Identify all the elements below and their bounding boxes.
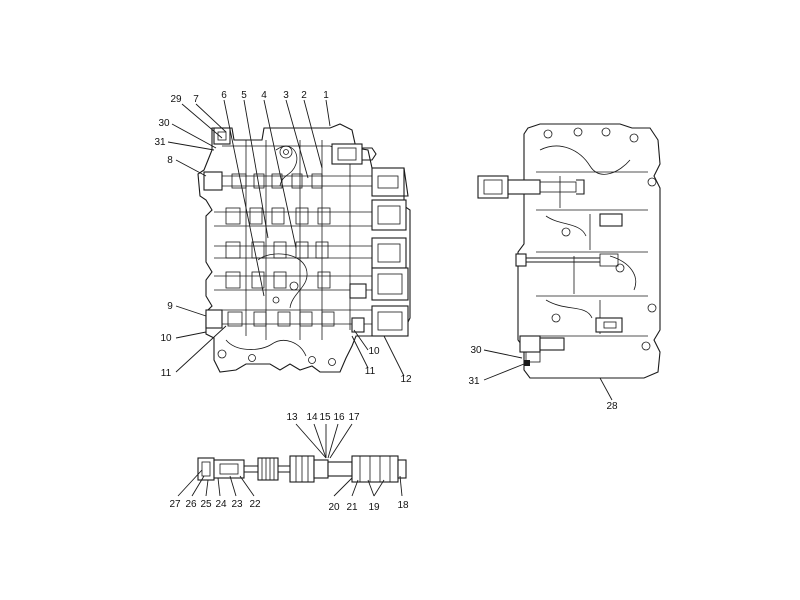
- callout-10b: 10: [368, 346, 380, 357]
- spool-row-4: [225, 267, 409, 301]
- callout-21: 21: [346, 502, 358, 513]
- callout-8: 8: [167, 155, 173, 166]
- spool-row-2: [225, 199, 407, 231]
- callout-12: 12: [400, 374, 412, 385]
- callout-31: 31: [154, 137, 166, 148]
- callout-3: 3: [283, 90, 289, 101]
- callout-1: 1: [323, 90, 329, 101]
- callout-2: 2: [301, 90, 307, 101]
- callout-19: 19: [368, 502, 380, 513]
- callout-26: 26: [185, 499, 197, 510]
- callouts-side-view: 30 31 28: [468, 345, 618, 412]
- leader-lines: [167, 99, 613, 497]
- callout-27: 27: [169, 499, 181, 510]
- callout-4: 4: [261, 90, 267, 101]
- callout-6: 6: [221, 90, 227, 101]
- callout-25: 25: [200, 499, 212, 510]
- callouts-left-upper: 30 31 8: [154, 118, 173, 166]
- callouts-top-left: 29 7 6 5 4 3 2 1: [170, 90, 329, 105]
- callout-20: 20: [328, 502, 340, 513]
- callout-10: 10: [160, 333, 172, 344]
- spool-row-3: [225, 237, 407, 269]
- callout-29: 29: [170, 94, 182, 105]
- spool-row-5: [205, 305, 409, 337]
- callout-16: 16: [333, 412, 345, 423]
- top-solenoid: [331, 143, 377, 165]
- callout-24: 24: [215, 499, 227, 510]
- callout-18: 18: [397, 500, 409, 511]
- callouts-bottom-right-main: 10 11 12: [365, 346, 412, 385]
- callouts-left-lower: 9 10 11: [160, 301, 173, 379]
- callout-17: 17: [348, 412, 360, 423]
- spool-assembly: [197, 455, 407, 483]
- callout-28: 28: [606, 401, 618, 412]
- callout-13: 13: [286, 412, 298, 423]
- callout-11b: 11: [365, 366, 376, 377]
- side-view-body: [477, 123, 661, 379]
- callout-15: 15: [319, 412, 331, 423]
- callout-5: 5: [241, 90, 247, 101]
- callouts-spool-bottom: 27 26 25 24 23 22 20 21 19 18: [169, 499, 409, 513]
- callout-30b: 30: [470, 345, 482, 356]
- callout-11: 11: [161, 368, 172, 379]
- callout-31b: 31: [468, 376, 480, 387]
- callout-23: 23: [231, 499, 243, 510]
- callout-30: 30: [158, 118, 170, 129]
- spool-row-1: [203, 167, 405, 197]
- callout-9: 9: [167, 301, 173, 312]
- callouts-spool-top: 13 14 15 16 17: [286, 412, 360, 423]
- callout-7: 7: [193, 94, 199, 105]
- callout-14: 14: [306, 412, 318, 423]
- callout-22: 22: [249, 499, 261, 510]
- main-valve-body: [197, 123, 411, 373]
